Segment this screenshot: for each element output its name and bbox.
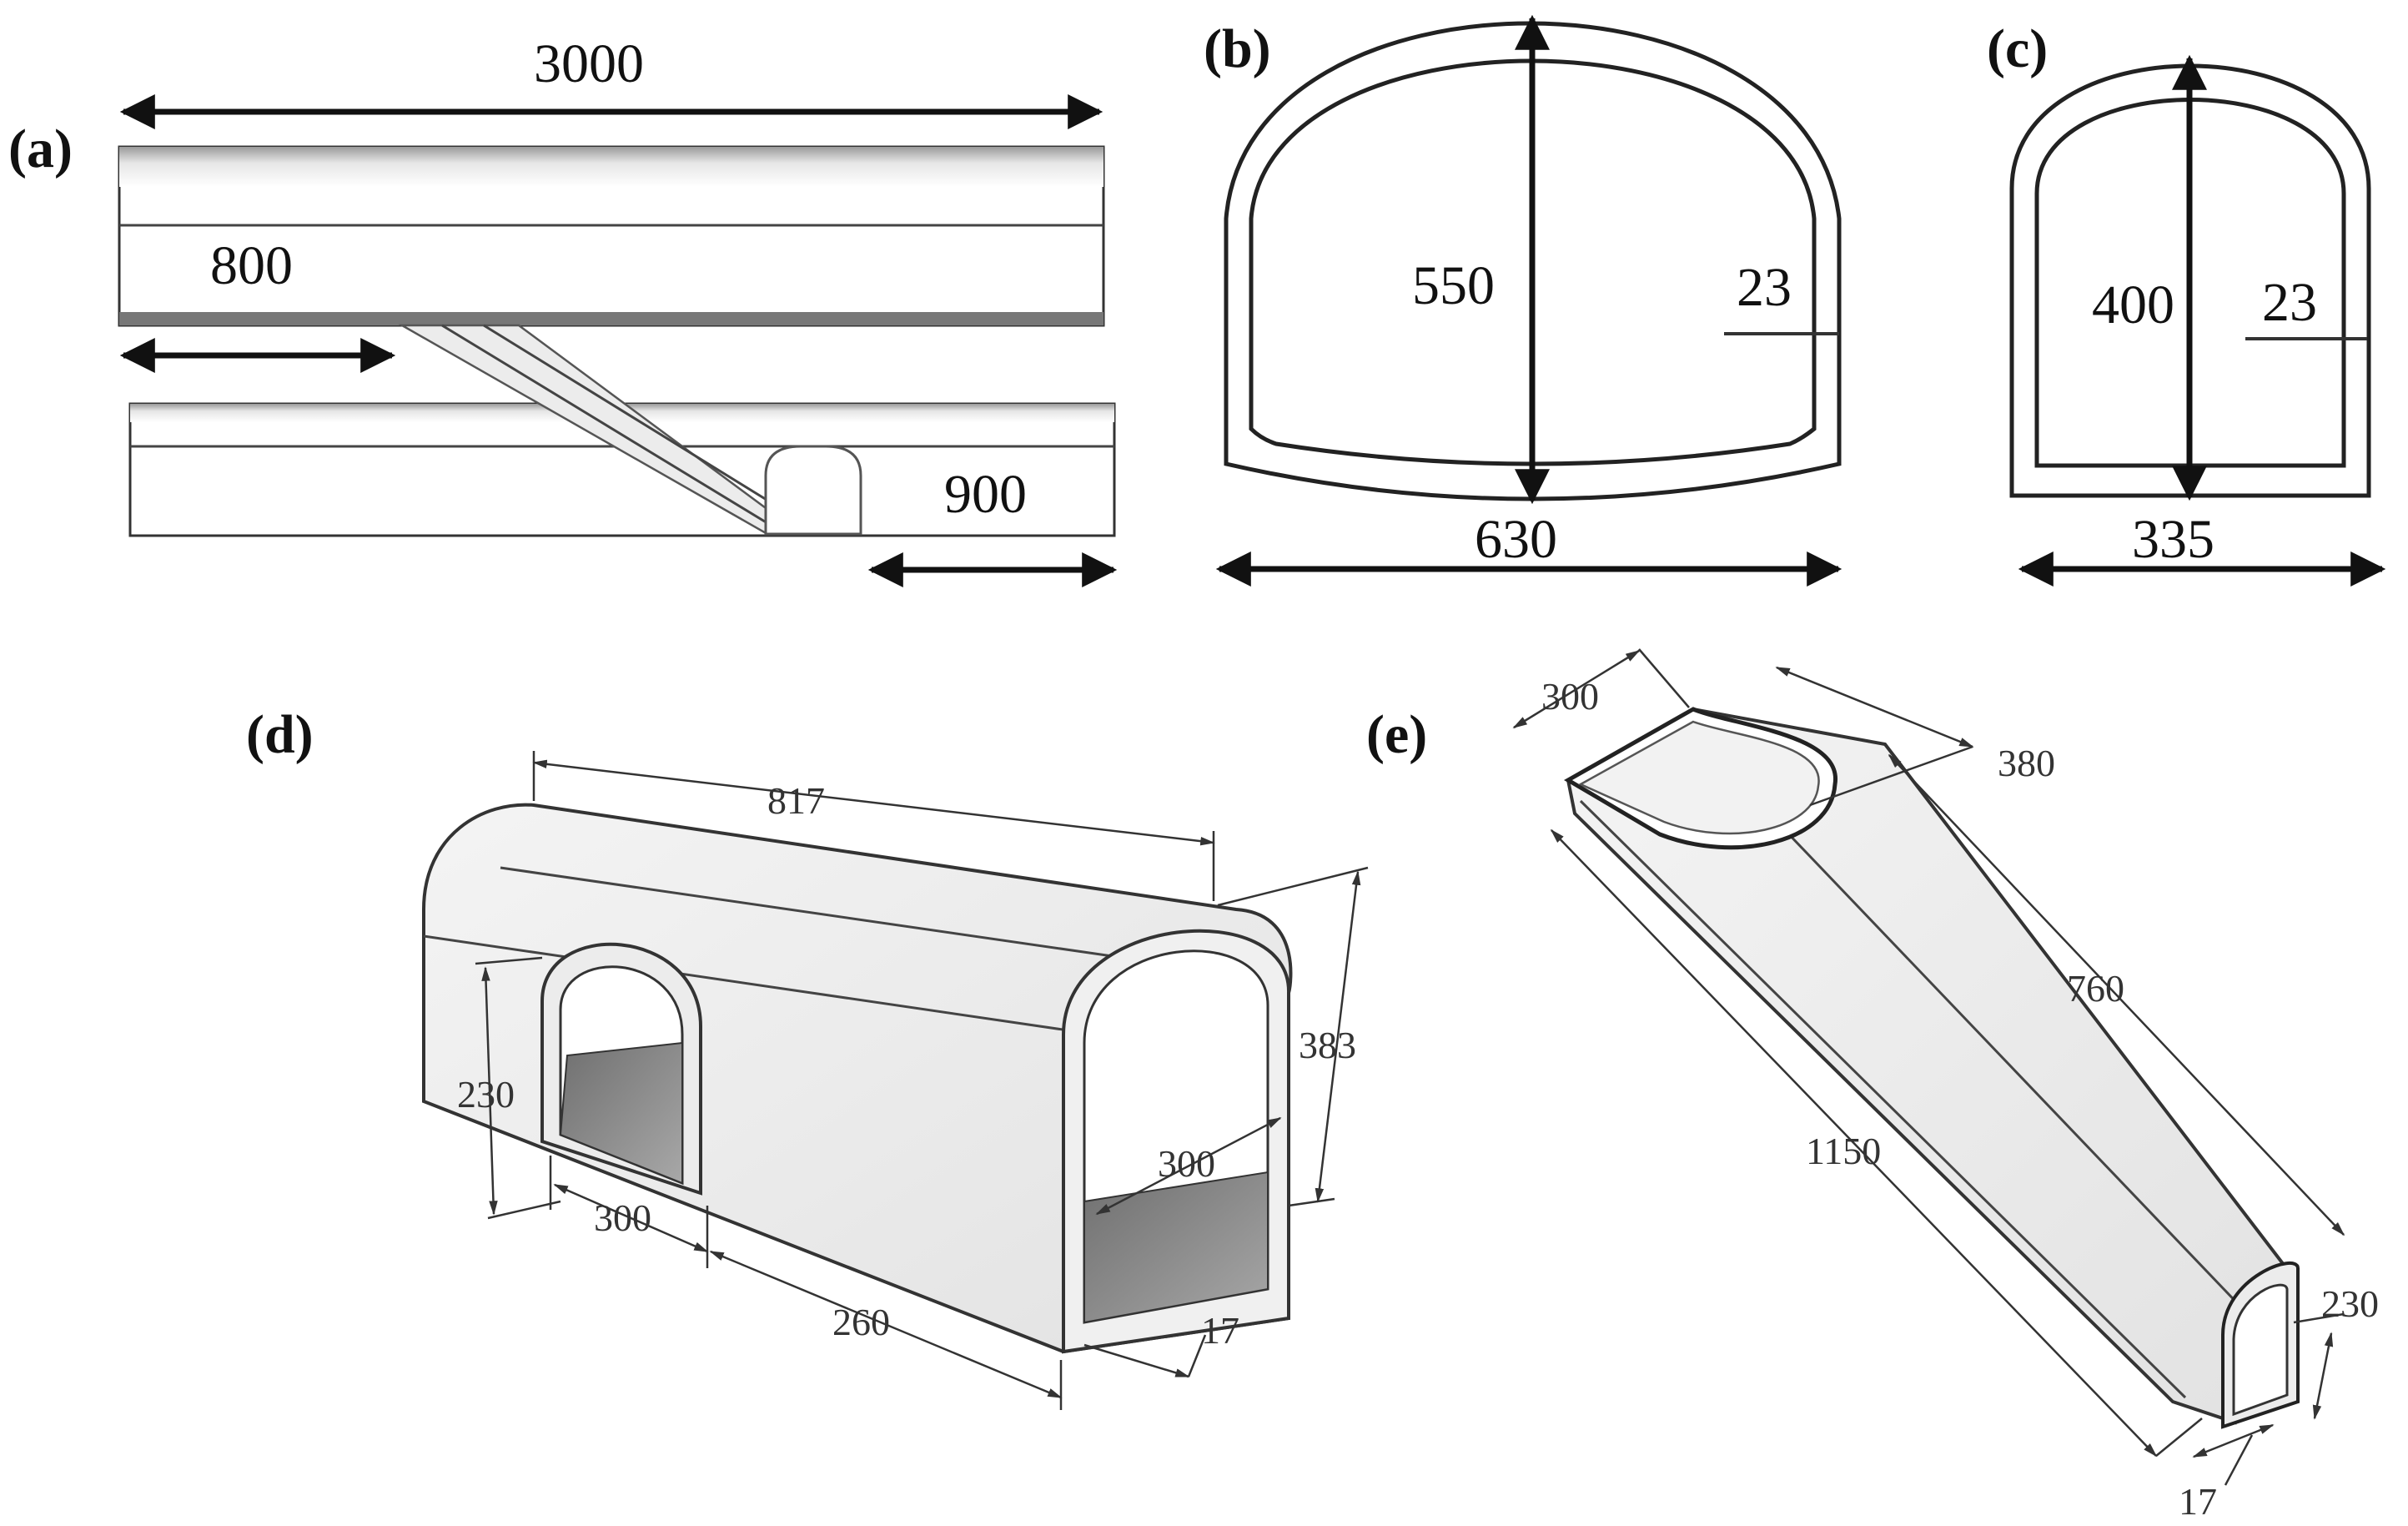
dim-e-height-label: 230 (2321, 1282, 2379, 1325)
tunnel-b-inner (1249, 58, 1817, 466)
panel-d: (d) 817 383 230 300 260 (246, 704, 1369, 1410)
dim-e-total-length-arrow (1550, 828, 2158, 1458)
dim-e-cut-length-arrow (1775, 666, 1974, 748)
dim-c-width-label: 335 (2132, 509, 2214, 570)
dim-d-offset-label: 260 (832, 1301, 890, 1343)
panel-c: (c) 400 23 335 (1987, 18, 2386, 587)
dim-d-thickness-label: 17 (1201, 1309, 1239, 1352)
dim-b-height-label: 550 (1412, 255, 1495, 316)
dim-a-left-label: 800 (210, 235, 293, 296)
dim-e-upper-length-label: 760 (2067, 967, 2124, 1010)
dim-d-opening-width-label: 300 (594, 1196, 651, 1239)
dim-b-width-label: 630 (1475, 509, 1557, 570)
dim-e-thickness-label: 17 (2179, 1480, 2217, 1523)
panel-a: (a) 3000 800 900 (8, 33, 1118, 587)
panel-b-label: (b) (1204, 18, 1271, 79)
dim-e-total-length-label: 1150 (1806, 1130, 1881, 1172)
dim-e-cut-length-label: 380 (1998, 742, 2055, 784)
dim-c-height-label: 400 (2092, 274, 2174, 335)
dim-d-end-width-label: 300 (1158, 1142, 1215, 1185)
panel-e: (e) 300 380 760 1150 230 17 (1366, 648, 2379, 1523)
dim-d-end-width-arrow (1095, 1116, 1282, 1216)
dim-e-thickness-arrow (2192, 1423, 2275, 1458)
panel-c-label: (c) (1987, 18, 2048, 79)
panel-a-label: (a) (8, 118, 73, 179)
dim-e-height-arrow (2312, 1332, 2334, 1420)
dim-e-top-width-arrow (1512, 649, 1641, 729)
dim-d-opening-height-label: 230 (457, 1073, 515, 1116)
dim-d-length-arrow (532, 759, 1215, 846)
dim-a-right-label: 900 (944, 464, 1027, 525)
dim-d-offset-arrow (709, 1250, 1063, 1399)
dim-a-total-label: 3000 (534, 33, 644, 94)
main-tunnel-plan (118, 145, 1105, 327)
dim-d-height-arrow (1315, 870, 1361, 1203)
connecting-passage-plan (398, 324, 862, 536)
dim-d-opening-width-arrow (553, 1183, 709, 1253)
dim-c-thickness-label: 23 (2262, 272, 2317, 333)
tunnel-d-side-floor (559, 1041, 683, 1185)
tunnel-d-ridge-line (500, 866, 1223, 974)
dim-d-length-label: 817 (767, 779, 825, 822)
dim-d-height-label: 383 (1299, 1024, 1356, 1066)
panel-d-label: (d) (246, 704, 314, 765)
panel-b: (b) 550 23 630 (1204, 14, 1842, 587)
panel-e-label: (e) (1366, 704, 1427, 765)
dim-e-top-width-label: 300 (1541, 675, 1599, 718)
dim-d-thickness-leader (1083, 1343, 1190, 1378)
dim-d-opening-height-arrow (481, 966, 498, 1216)
dim-b-thickness-label: 23 (1737, 257, 1792, 318)
passage-e-end-opening (2232, 1283, 2289, 1417)
tunnel-d-spring-line (423, 934, 1098, 1036)
